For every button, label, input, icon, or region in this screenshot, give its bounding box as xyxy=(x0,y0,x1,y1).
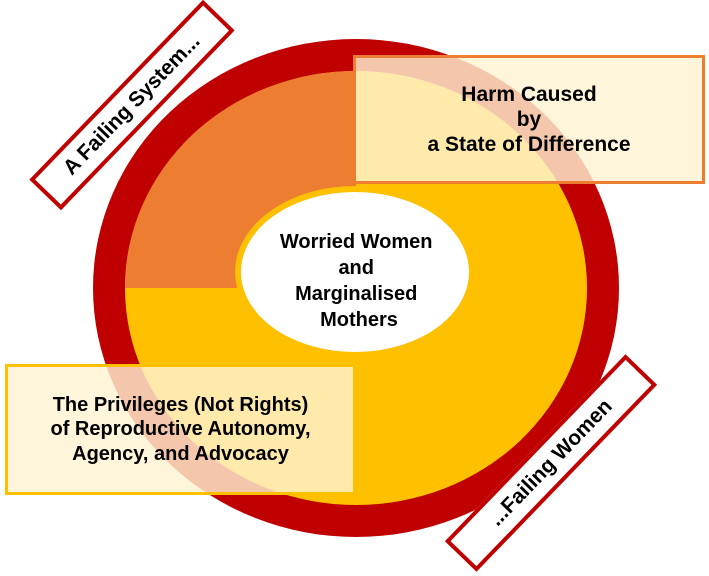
harm-caused-box: Harm Caused by a State of Difference xyxy=(353,55,705,184)
privileges-box: The Privileges (Not Rights) of Reproduct… xyxy=(5,364,356,495)
center-label-line: and xyxy=(338,257,374,279)
privileges-line: The Privileges (Not Rights) xyxy=(52,393,309,416)
privileges-line: of Reproductive Autonomy, xyxy=(50,418,311,441)
center-label-line: Mothers xyxy=(320,309,398,331)
harm-caused-line: a State of Difference xyxy=(427,133,631,157)
harm-caused-line: by xyxy=(516,107,542,131)
center-hub-inner xyxy=(241,192,469,352)
harm-caused-line: Harm Caused xyxy=(461,82,597,106)
center-label-line: Marginalised xyxy=(295,283,417,305)
center-label: Worried Women and Marginalised Mothers xyxy=(280,231,438,331)
center-label-line: Worried Women xyxy=(280,231,433,253)
privileges-line: Agency, and Advocacy xyxy=(72,442,289,465)
